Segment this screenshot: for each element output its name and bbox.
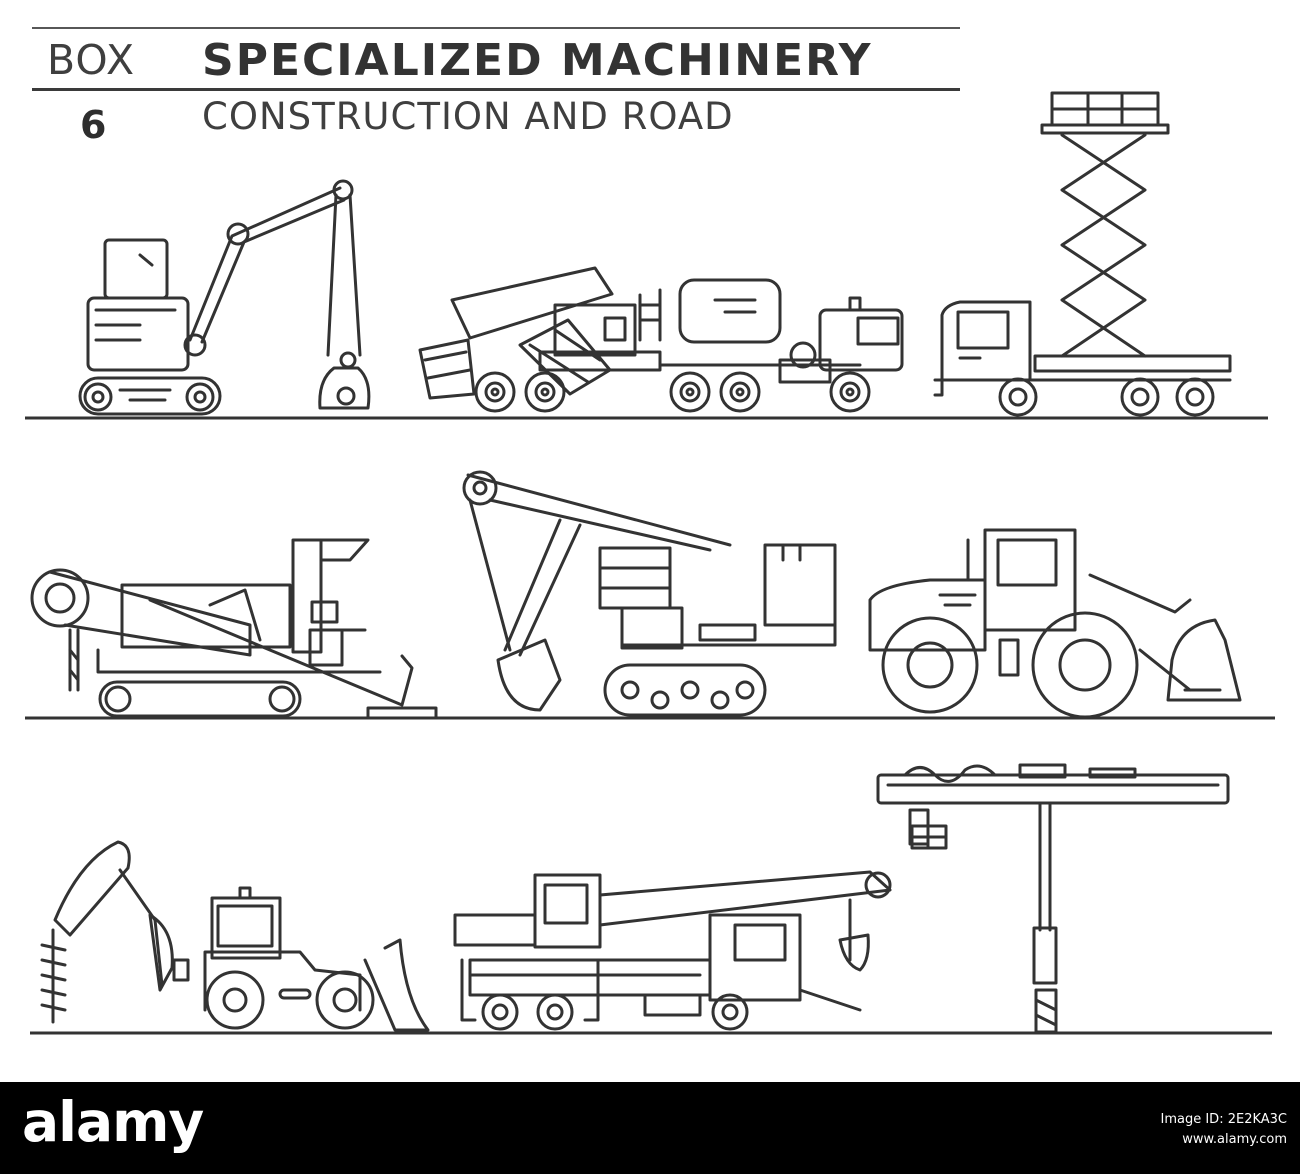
scissor-lift-truck-icon (933, 91, 1232, 417)
box-label: BOX (47, 36, 136, 84)
mobile-crane-truck-icon (453, 870, 892, 1031)
footer-info: Image ID: 2E2KA3C www.alamy.com (1082, 1110, 1288, 1150)
backhoe-auger-loader-icon (40, 840, 430, 1032)
box-number: 6 (80, 103, 107, 147)
pile-driver-icon (876, 763, 1230, 1034)
trencher-icon (30, 538, 438, 720)
watermark-footer: alamy Image ID: 2E2KA3C www.alamy.com (0, 1082, 1300, 1174)
top-rule (32, 27, 960, 29)
machinery-illustrations (25, 91, 1275, 1035)
wheel-loader-icon (868, 528, 1242, 719)
alamy-logo: alamy (22, 1090, 204, 1154)
mining-shovel-icon (462, 470, 837, 717)
mini-excavator-icon (78, 179, 371, 416)
page-subtitle: CONSTRUCTION AND ROAD (202, 95, 734, 138)
title-underline (32, 88, 960, 91)
image-id-label: Image ID: 2E2KA3C (1160, 1112, 1288, 1127)
header: BOX SPECIALIZED MACHINERY 6 CONSTRUCTION… (0, 0, 1300, 150)
site-url-label: www.alamy.com (1182, 1132, 1287, 1147)
asphalt-paver-truck-icon (418, 266, 904, 413)
page-title: SPECIALIZED MACHINERY (202, 35, 873, 86)
